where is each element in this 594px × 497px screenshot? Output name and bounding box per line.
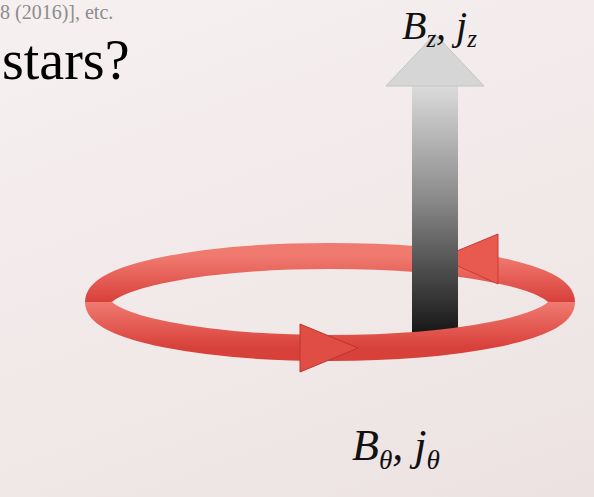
axial-field-label: Bz, jz	[402, 6, 477, 52]
azimuthal-field-label: Bθ, jθ	[352, 424, 440, 474]
reference-note: 8 (2016)], etc.	[0, 2, 113, 22]
ring-arrowhead	[300, 324, 358, 372]
arrow-shaft	[412, 84, 458, 340]
slide-title-fragment: stars?	[2, 32, 130, 88]
